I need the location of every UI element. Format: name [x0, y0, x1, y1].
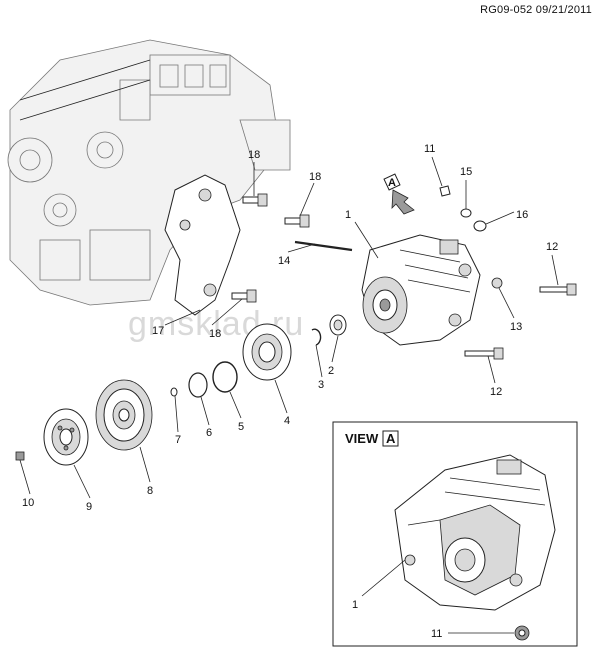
- callout-14: 14: [278, 255, 290, 267]
- arrow-a-icon: A: [383, 173, 415, 215]
- seal-11: [439, 185, 451, 197]
- arrow-a-letter: A: [388, 177, 396, 189]
- bolt-18-lower: [231, 289, 257, 303]
- ac-compressor: [361, 234, 481, 346]
- bolt-10: [15, 451, 25, 461]
- callout-13: 13: [510, 321, 522, 333]
- callout-2: 2: [328, 365, 334, 377]
- o-ring-16: [473, 220, 487, 232]
- callout-17: 17: [152, 325, 164, 337]
- nut-13: [491, 277, 503, 289]
- bolt-18-middle: [284, 214, 310, 228]
- callout-7: 7: [175, 434, 181, 446]
- seal-2: [329, 314, 347, 336]
- callout-3: 3: [318, 379, 324, 391]
- callout-18-middle: 18: [309, 171, 321, 183]
- view-callout-1: 1: [352, 599, 358, 611]
- callout-11: 11: [424, 143, 435, 155]
- view-a-inset: VIEW A 1 11: [332, 421, 578, 647]
- view-compressor: [394, 454, 556, 611]
- callout-18-lower: 18: [209, 328, 221, 340]
- coil-4: [242, 323, 292, 381]
- callout-4: 4: [284, 415, 290, 427]
- view-letter: A: [386, 431, 396, 446]
- engine-block: [7, 39, 291, 306]
- view-callout-11: 11: [431, 628, 442, 640]
- pulley-8: [95, 379, 153, 451]
- clutch-plate-9: [43, 408, 89, 466]
- callout-6: 6: [206, 427, 212, 439]
- callout-12-lower: 12: [490, 386, 502, 398]
- callout-10: 10: [22, 497, 34, 509]
- callout-12-upper: 12: [546, 241, 558, 253]
- callout-9: 9: [86, 501, 92, 513]
- callout-1: 1: [345, 209, 351, 221]
- callout-15: 15: [460, 166, 472, 178]
- leader-lines: [19, 156, 559, 499]
- bolt-18-upper: [242, 193, 268, 207]
- callout-8: 8: [147, 485, 153, 497]
- snap-ring-5: [212, 361, 238, 393]
- callout-18-upper: 18: [248, 149, 260, 161]
- o-ring-15: [460, 208, 472, 218]
- snap-ring-3: [311, 328, 322, 346]
- bolt-12-lower: [464, 347, 504, 360]
- view-seal-11: [514, 625, 530, 641]
- stud-14: [294, 240, 353, 252]
- callout-5: 5: [238, 421, 244, 433]
- mounting-bracket: [164, 174, 241, 316]
- diagram-reference: RG09-052 09/21/2011: [480, 4, 592, 16]
- shim-7: [170, 387, 178, 397]
- bolt-12-upper: [539, 283, 577, 296]
- callout-16: 16: [516, 209, 528, 221]
- view-label: VIEW: [345, 431, 379, 446]
- spacer-6: [188, 372, 208, 398]
